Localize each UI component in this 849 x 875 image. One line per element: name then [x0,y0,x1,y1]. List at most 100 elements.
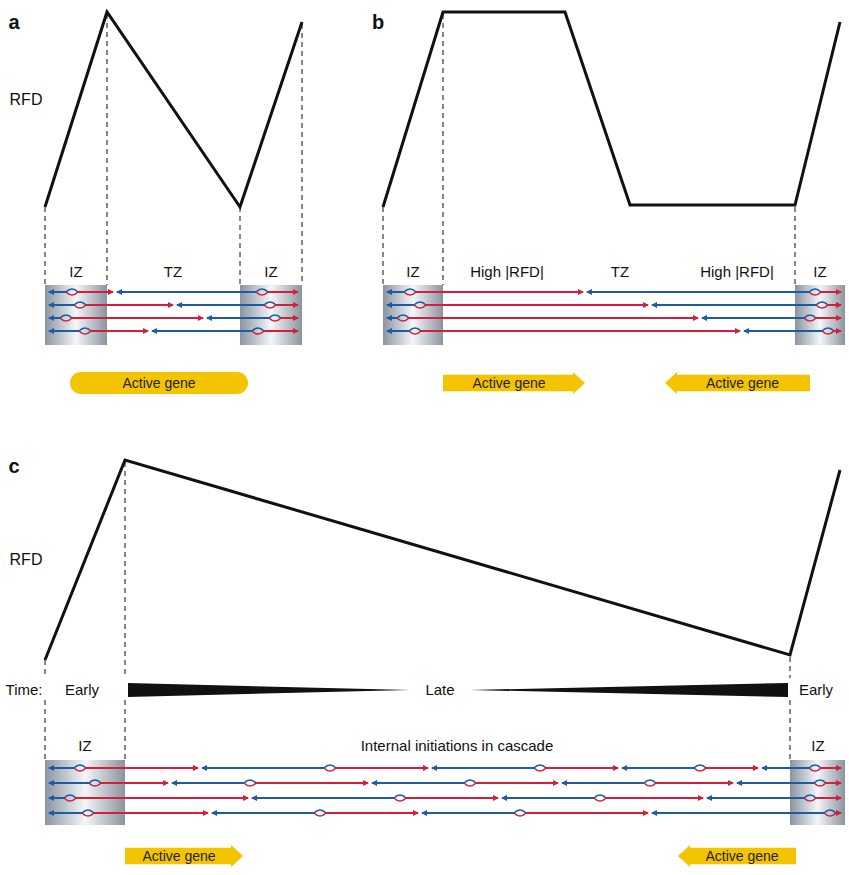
origin-bubble [644,783,656,786]
leftward-fork [387,330,409,332]
origin-bubble [66,292,78,295]
boundary-line [45,207,46,285]
rightward-fork [336,767,428,769]
rightward-fork [78,291,113,293]
rightward-fork [264,330,298,332]
initiation-zone [383,285,443,345]
zone-label: TZ [164,264,182,281]
leftward-fork [49,782,89,784]
rightward-fork [526,812,648,814]
origin-bubble [264,305,276,308]
origin-bubble [414,305,426,308]
origin-bubble [514,810,526,813]
time-label: Early [799,682,833,699]
leftward-fork [202,767,324,769]
leftward-fork [652,304,816,306]
leftward-fork [49,767,74,769]
zone-label: IZ [69,264,82,281]
origin-bubble [594,795,606,798]
axis-label: RFD [10,551,43,569]
boundary-line [240,207,241,285]
origin-bubble [252,328,264,331]
rfd-profile [45,460,840,660]
origin-bubble [314,813,326,816]
boundary-line [790,657,791,678]
time-wedge [470,683,788,697]
origin-bubble [824,810,836,813]
active-gene: Active gene [125,845,243,867]
leftward-fork [252,797,394,799]
origin-bubble [804,798,816,801]
origin-bubble [816,302,828,305]
leftward-fork [432,767,534,769]
rfd-profile [383,12,840,207]
origin-bubble [74,302,86,305]
rightward-fork [281,317,298,319]
rightward-fork [836,812,841,814]
origin-bubble [79,328,91,331]
axis-label: RFD [10,91,43,109]
initiation-zone [795,285,845,345]
origin-bubble [464,780,476,783]
rightward-fork [276,304,298,306]
origin-bubble [809,768,821,771]
gene-label: Active gene [472,375,545,391]
leftward-fork [387,291,404,293]
origin-bubble [534,765,546,768]
origin-bubble [82,810,94,813]
rightward-fork [706,767,758,769]
origin-bubble [409,331,421,334]
origin-bubble [644,780,656,783]
rightward-fork [816,317,841,319]
origin-bubble [252,331,264,334]
boundary-line [45,660,46,678]
origin-bubble [82,813,94,816]
origin-bubble [324,768,336,771]
panel-letter: c [8,455,19,477]
panel-letter: a [8,11,19,33]
origin-bubble [804,318,816,321]
rightward-fork [821,291,841,293]
origin-bubble [256,289,268,292]
origin-bubble [809,292,821,295]
leftward-fork [652,812,824,814]
origin-bubble [74,305,86,308]
initiation-zone [45,760,125,825]
leftward-fork [117,291,256,293]
gene-outline [665,372,810,394]
rightward-fork [86,304,173,306]
rightward-fork [821,767,841,769]
leftward-fork [762,767,809,769]
rightward-fork [326,812,418,814]
origin-bubble [64,798,76,801]
leftward-fork [207,317,269,319]
time-wedge [128,683,410,697]
leftward-fork [372,782,464,784]
boundary-line [383,207,384,285]
time-label: Late [425,682,454,699]
origin-bubble [256,292,268,295]
leftward-fork [702,317,804,319]
origin-bubble [269,315,281,318]
rightward-fork [94,812,208,814]
origin-bubble [64,795,76,798]
origin-bubble [816,305,828,308]
leftward-fork [49,291,66,293]
time-label: Time: [6,682,43,699]
rightward-fork [816,797,841,799]
origin-bubble [74,768,86,771]
rightward-fork [606,797,703,799]
origin-bubble [404,292,416,295]
panel-letter: b [372,11,384,33]
origin-bubble [89,780,101,783]
origin-bubble [79,331,91,334]
origin-bubble [264,302,276,305]
initiation-zone [790,760,845,825]
gene-outline [125,845,243,867]
leftward-fork [49,304,74,306]
zone-label: IZ [78,738,91,755]
time-label: Early [65,682,99,699]
leftward-fork [422,812,514,814]
origin-bubble [324,765,336,768]
